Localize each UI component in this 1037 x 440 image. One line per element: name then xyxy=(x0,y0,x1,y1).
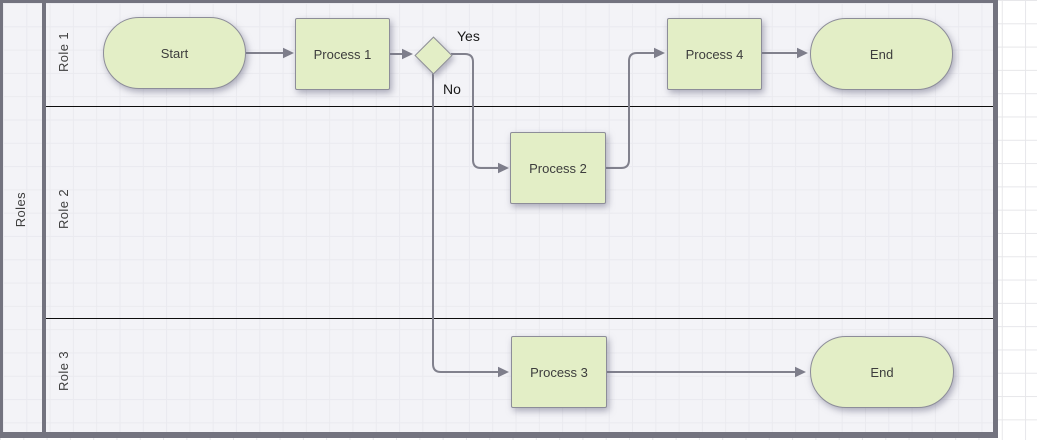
node-process-1-label: Process 1 xyxy=(313,46,372,62)
pool-title-divider xyxy=(42,3,46,432)
lane-separator-2 xyxy=(46,318,993,319)
edge-label-yes[interactable]: Yes xyxy=(457,28,480,44)
lane-label-role-1[interactable]: Role 1 xyxy=(56,32,71,72)
node-process-3-label: Process 3 xyxy=(530,364,588,380)
node-end-role3[interactable]: End xyxy=(810,336,954,408)
node-process-3[interactable]: Process 3 xyxy=(511,336,607,408)
node-end-role1-label: End xyxy=(869,46,894,62)
lane-label-role-3[interactable]: Role 3 xyxy=(56,351,71,391)
node-start-label: Start xyxy=(160,45,189,61)
node-end-role3-label: End xyxy=(870,364,894,380)
node-process-4[interactable]: Process 4 xyxy=(667,18,762,90)
node-process-4-label: Process 4 xyxy=(685,46,744,62)
node-process-1[interactable]: Process 1 xyxy=(295,18,390,90)
lane-label-role-2[interactable]: Role 2 xyxy=(56,189,71,229)
node-process-2-label: Process 2 xyxy=(529,160,587,176)
edge-label-no[interactable]: No xyxy=(443,81,461,97)
node-process-2[interactable]: Process 2 xyxy=(510,132,606,204)
pool-title[interactable]: Roles xyxy=(13,192,28,228)
node-end-role1[interactable]: End xyxy=(810,18,953,90)
node-start[interactable]: Start xyxy=(103,17,246,89)
decision-diamond-shape xyxy=(413,35,453,75)
node-decision[interactable] xyxy=(413,35,453,75)
lane-separator-1 xyxy=(46,106,993,107)
